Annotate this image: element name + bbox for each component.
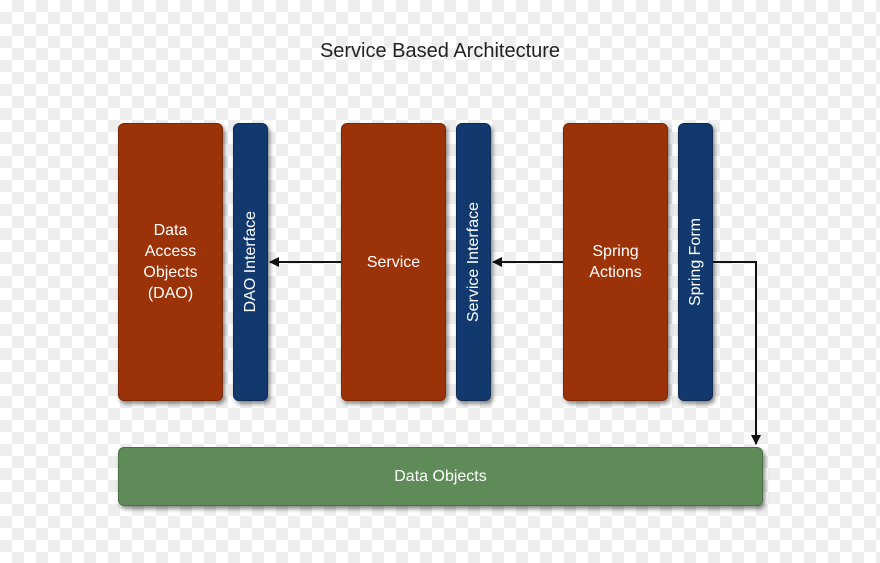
spring-actions-label: Spring Actions [589, 243, 642, 281]
data-objects-box: Data Objects [118, 447, 763, 506]
dao-box: Data Access Objects (DAO) [118, 123, 223, 401]
data-objects-label: Data Objects [394, 468, 487, 485]
service-interface-box: Service Interface [456, 123, 491, 401]
dao-label: Data Access Objects (DAO) [143, 222, 198, 302]
spring-actions-box: Spring Actions [563, 123, 668, 401]
diagram-title: Service Based Architecture [319, 40, 561, 62]
service-box: Service [341, 123, 446, 401]
service-label: Service [366, 253, 421, 271]
spring-form-to-data-objects-arrow [713, 261, 761, 445]
dao-interface-box: DAO Interface [233, 123, 268, 401]
spring-form-box: Spring Form [678, 123, 713, 401]
